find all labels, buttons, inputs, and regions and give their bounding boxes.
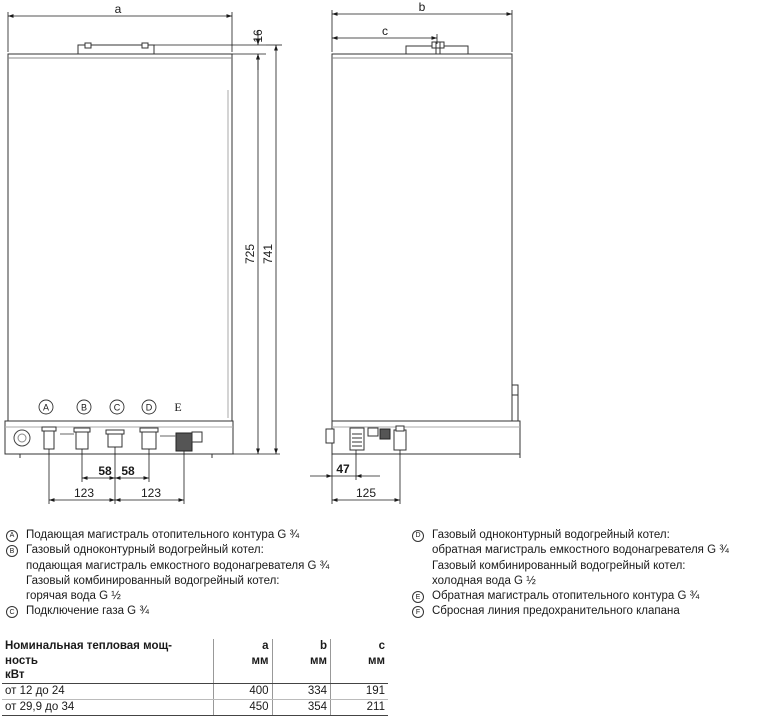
marker-c: C — [114, 403, 121, 413]
stub-b — [75, 430, 89, 450]
table-cell: 450 — [213, 699, 273, 716]
dimensions-table: Номинальная тепловая мощ- ность кВт a мм… — [2, 639, 388, 716]
legend-item-c: C Подключение газа G ¾ — [4, 604, 329, 619]
table-cell: 354 — [271, 699, 331, 716]
side-casing — [331, 53, 513, 422]
technical-drawing: A B C D E F a 16 725 741 58 58 123 123 — [4, 0, 521, 504]
legend-item-a: A Подающая магистраль отопительного конт… — [4, 528, 329, 543]
header-c: c мм — [330, 639, 388, 684]
legend-left: A Подающая магистраль отопительного конт… — [4, 528, 329, 620]
stub-e — [175, 432, 193, 452]
dim-741-label: 741 — [261, 244, 275, 264]
marker-d: D — [146, 403, 153, 413]
legend-text: Газовый комбинированный водогрейный коте… — [432, 559, 686, 572]
legend-text: обратная магистраль емкостного водонагре… — [432, 544, 729, 557]
legend-mark: E — [412, 591, 424, 604]
dim-125-label: 125 — [356, 486, 376, 500]
marker-b: B — [81, 403, 87, 413]
legend-text: горячая вода G ½ — [26, 590, 121, 603]
legend-text: Газовый одноконтурный водогрейный котел: — [432, 529, 670, 541]
dim-123-right-label: 123 — [141, 486, 161, 500]
legend-mark: C — [6, 606, 18, 619]
front-view — [4, 42, 234, 458]
legend-text: холодная вода G ½ — [432, 574, 536, 587]
legend-mark: D — [412, 530, 424, 542]
legend-text: Сбросная линия предохранительного клапан… — [432, 605, 680, 618]
header-a: a мм — [213, 639, 273, 684]
dim-a-label: a — [115, 2, 122, 16]
marker-e: E — [174, 400, 181, 414]
table-row: от 12 до 24 400 334 191 — [2, 683, 388, 700]
stub-c — [107, 432, 123, 448]
dim-58-right-label: 58 — [121, 464, 135, 478]
side-view — [325, 41, 521, 458]
stub-a — [43, 428, 55, 450]
legend-text: Газовый комбинированный водогрейный коте… — [26, 574, 280, 587]
stub-d — [141, 430, 157, 450]
table-cell: 211 — [330, 699, 388, 716]
dim-47-label: 47 — [336, 462, 350, 476]
header-power: Номинальная тепловая мощ- ность кВт — [2, 639, 214, 684]
legend-item-e: E Обратная магистраль отопительного конт… — [410, 589, 729, 604]
table-row: от 29,9 до 34 450 354 211 — [2, 699, 388, 716]
legend-item-d: D Газовый одноконтурный водогрейный коте… — [410, 528, 729, 543]
legend-mark: A — [6, 530, 18, 542]
marker-a: A — [43, 403, 49, 413]
legend-right: D Газовый одноконтурный водогрейный коте… — [410, 528, 729, 620]
legend-mark: B — [6, 545, 18, 558]
table-header-row: Номинальная тепловая мощ- ность кВт a мм… — [2, 639, 388, 684]
dim-58-left-label: 58 — [98, 464, 112, 478]
legend-text: Подключение газа G ¾ — [26, 605, 149, 618]
legend-text: Обратная магистраль отопительного контур… — [432, 590, 700, 603]
table-cell: 334 — [271, 683, 331, 700]
legend-text: подающая магистраль емкостного водонагре… — [26, 559, 330, 572]
table-cell: 400 — [213, 683, 273, 700]
legend-item-f: F Сбросная линия предохранительного клап… — [410, 604, 729, 619]
legend-mark: F — [412, 606, 424, 619]
dim-123-left-label: 123 — [74, 486, 94, 500]
table-cell: от 12 до 24 — [2, 683, 214, 700]
dim-725-label: 725 — [243, 244, 257, 264]
legend-text: Подающая магистраль отопительного контур… — [26, 529, 300, 541]
dim-16-label: 16 — [251, 29, 265, 43]
side-stub-f — [349, 427, 365, 451]
front-casing — [7, 53, 233, 422]
dim-c-label: c — [382, 24, 388, 38]
header-b: b мм — [271, 639, 331, 684]
table-cell: 191 — [330, 683, 388, 700]
legend-item-b: B Газовый одноконтурный водогрейный коте… — [4, 543, 329, 558]
dim-b-label: b — [419, 0, 426, 14]
table-cell: от 29,9 до 34 — [2, 699, 214, 716]
legend-text: Газовый одноконтурный водогрейный котел: — [26, 544, 264, 557]
